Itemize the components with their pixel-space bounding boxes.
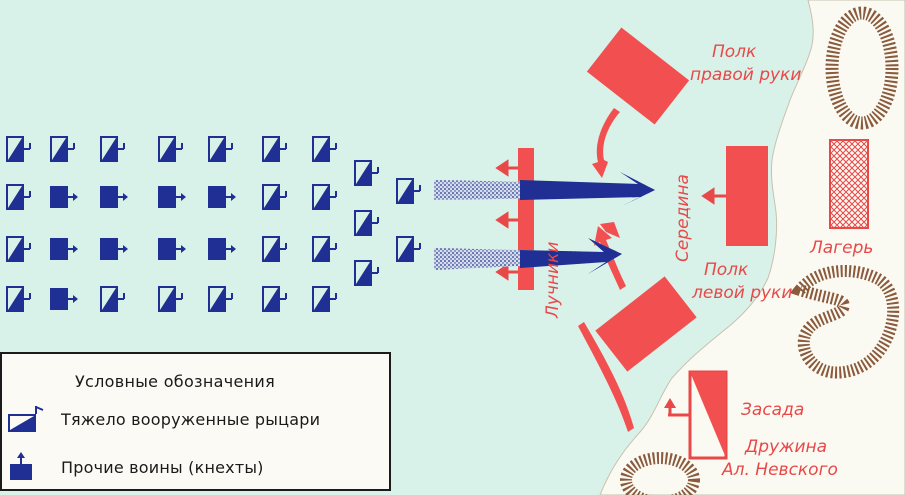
hill-north (825, 6, 899, 130)
hill-south (620, 452, 700, 495)
knight-unit (158, 136, 183, 162)
kneckht-unit (208, 186, 236, 208)
legend-box: Условные обозначения Тяжело вооруженные … (0, 352, 391, 491)
knight-unit (354, 260, 379, 286)
druzhina-label-2: Ал. Невского (721, 460, 838, 480)
kneckht-symbol-icon (10, 452, 32, 480)
kneckht-unit (158, 186, 186, 208)
kneckht-unit (100, 186, 128, 208)
kneckht-unit (50, 186, 78, 208)
shore-land (599, 0, 905, 495)
knight-unit (100, 286, 125, 312)
legend-kneckhts-text: Прочие воины (кнехты) (61, 458, 264, 477)
knight-unit (208, 136, 233, 162)
camp-label: Лагерь (809, 238, 873, 258)
knight-unit (6, 184, 31, 210)
crusader-units (6, 136, 421, 312)
left-regiment-label-2: левой руки (691, 283, 792, 303)
knight-unit (158, 286, 183, 312)
knight-unit (396, 236, 421, 262)
hill-east (789, 265, 900, 379)
knight-unit (208, 286, 233, 312)
knight-unit (312, 184, 337, 210)
knight-unit (100, 136, 125, 162)
legend-knights-text: Тяжело вооруженные рыцари (61, 410, 321, 429)
right-regiment-block (586, 27, 690, 125)
knight-unit (396, 178, 421, 204)
left-regiment-label-1: Полк (704, 260, 749, 280)
archers-label: Лучники (543, 242, 563, 319)
camp-block (829, 139, 869, 229)
kneckht-unit (158, 238, 186, 260)
knight-unit (312, 236, 337, 262)
center-label: Середина (673, 174, 693, 262)
knight-unit (312, 136, 337, 162)
kneckht-unit (208, 238, 236, 260)
center-arrow (701, 187, 726, 205)
knight-unit (262, 184, 287, 210)
kneckht-unit (100, 238, 128, 260)
crusader-thrusts (434, 172, 655, 274)
right-regiment-label-2: правой руки (690, 65, 801, 85)
kneckht-unit (50, 288, 78, 310)
knight-unit (354, 160, 379, 186)
ambush-label: Засада (741, 400, 804, 420)
knight-unit (6, 286, 31, 312)
legend-row-knights: Тяжело вооруженные рыцари (2, 404, 387, 434)
knight-unit (262, 136, 287, 162)
knight-unit (262, 286, 287, 312)
center-block (726, 146, 768, 246)
left-regiment-block (595, 276, 697, 372)
knight-symbol-icon (8, 406, 44, 432)
knight-unit (6, 236, 31, 262)
kneckht-unit (50, 238, 78, 260)
knight-unit (312, 286, 337, 312)
archer-arrows (495, 159, 518, 281)
knight-unit (6, 136, 31, 162)
knight-unit (262, 236, 287, 262)
legend-row-kneckhts: Прочие воины (кнехты) (2, 452, 387, 482)
right-regiment-label-1: Полк (712, 42, 757, 62)
archers-block (518, 148, 534, 290)
legend-title: Условные обозначения (75, 372, 276, 391)
map-labels: Полк правой руки Полк левой руки Лагерь … (543, 42, 873, 480)
knight-unit (354, 210, 379, 236)
druzhina-label-1: Дружина (744, 437, 827, 457)
knight-unit (50, 136, 75, 162)
ambush-druzhina-block (664, 370, 728, 460)
